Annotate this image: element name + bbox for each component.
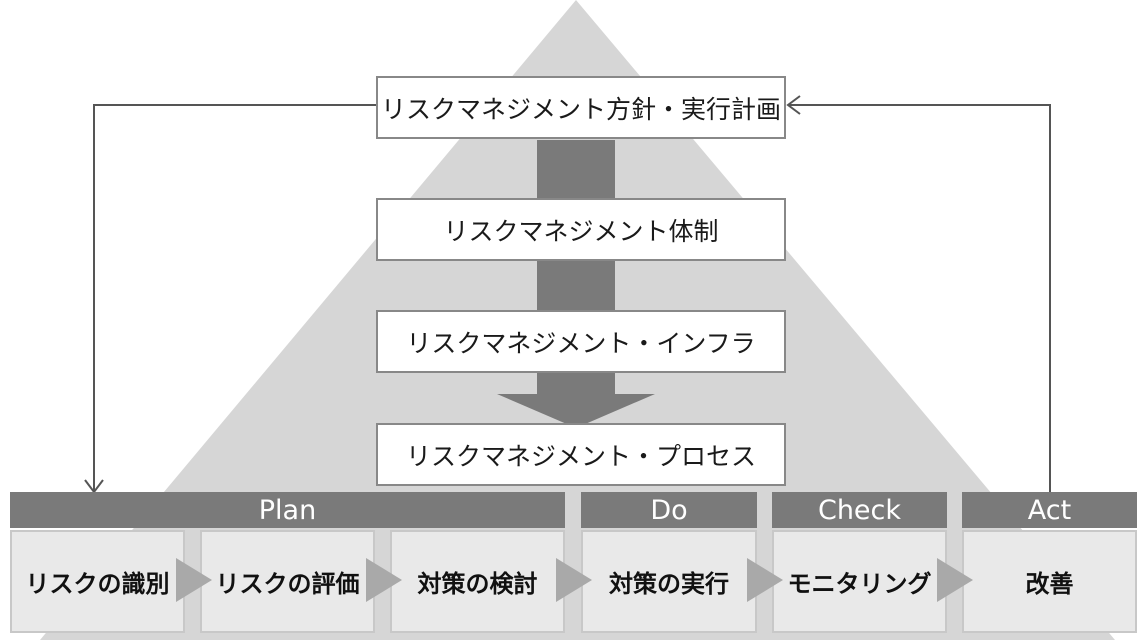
policy-box: リスクマネジメント方針・実行計画: [376, 76, 786, 139]
feedback-line-right: [788, 104, 1051, 492]
infrastructure-box: リスクマネジメント・インフラ: [376, 310, 786, 373]
policy-label: リスクマネジメント方針・実行計画: [380, 94, 781, 124]
step-monitoring: モニタリング: [772, 530, 947, 633]
step-risk-identification: リスクの識別: [10, 530, 185, 633]
step-label: モニタリング: [787, 570, 932, 598]
step-label: 改善: [1025, 570, 1074, 598]
phase-do-header: Do: [581, 492, 757, 528]
feedback-arrowhead-right: [786, 95, 801, 115]
vertical-arrow-head: [497, 394, 655, 428]
phase-check-label: Check: [817, 494, 902, 526]
process-box: リスクマネジメント・プロセス: [376, 423, 786, 486]
phase-plan-header: Plan: [10, 492, 565, 528]
step-measure-consideration: 対策の検討: [390, 530, 565, 633]
phase-act-label: Act: [1027, 494, 1072, 526]
step-label: 対策の実行: [609, 570, 729, 598]
feedback-line-left: [93, 104, 376, 492]
process-label: リスクマネジメント・プロセス: [405, 441, 756, 471]
phase-check-header: Check: [772, 492, 947, 528]
step-risk-evaluation: リスクの評価: [200, 530, 375, 633]
structure-box: リスクマネジメント体制: [376, 198, 786, 261]
step-improvement: 改善: [962, 530, 1137, 633]
structure-label: リスクマネジメント体制: [443, 216, 719, 246]
phase-act-header: Act: [962, 492, 1137, 528]
phase-do-label: Do: [650, 494, 688, 526]
step-label: 対策の検討: [417, 570, 538, 598]
infrastructure-label: リスクマネジメント・インフラ: [406, 328, 756, 358]
step-label: リスクの識別: [25, 570, 170, 598]
phase-plan-label: Plan: [258, 494, 317, 526]
step-measure-execution: 対策の実行: [581, 530, 757, 633]
step-label: リスクの評価: [215, 570, 360, 598]
